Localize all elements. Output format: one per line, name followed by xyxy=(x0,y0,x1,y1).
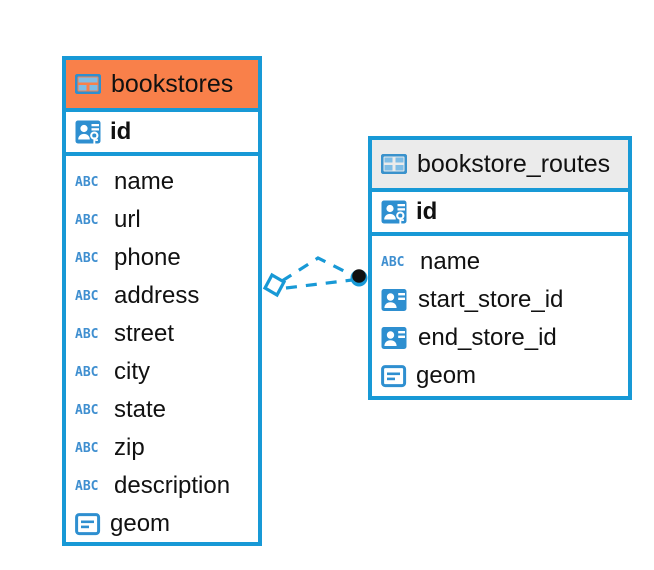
relationship-line-bookstores-to-bookstore-routes xyxy=(262,256,368,298)
primary-key-row-bookstores[interactable]: id xyxy=(66,108,258,156)
relationship-diamond-marker xyxy=(262,272,287,298)
foreign-key-icon xyxy=(381,325,409,351)
abc-text-icon: ABC xyxy=(75,478,99,494)
abc-text-icon: ABC xyxy=(75,402,99,418)
field-label: description xyxy=(114,472,231,499)
field-row[interactable]: ABC address xyxy=(75,277,248,315)
field-row[interactable]: ABC url xyxy=(75,201,248,239)
primary-key-label-bookstores: id xyxy=(110,118,132,145)
field-row[interactable]: ABC phone xyxy=(75,239,248,277)
primary-key-icon xyxy=(75,119,103,145)
field-row[interactable]: geom xyxy=(75,505,248,543)
entity-title-bookstore-routes: bookstore_routes xyxy=(417,149,611,178)
field-label: state xyxy=(114,396,167,423)
primary-key-row-bookstore-routes[interactable]: id xyxy=(372,188,628,236)
field-row[interactable]: start_store_id xyxy=(381,281,618,319)
field-label: start_store_id xyxy=(418,286,564,313)
abc-text-icon: ABC xyxy=(75,212,99,228)
field-label: phone xyxy=(114,244,181,271)
field-label: name xyxy=(114,168,175,195)
field-label: geom xyxy=(110,510,171,537)
foreign-key-icon xyxy=(381,287,409,313)
geometry-icon xyxy=(75,512,101,536)
field-label: name xyxy=(420,248,481,275)
field-label: address xyxy=(114,282,200,309)
field-row[interactable]: ABC city xyxy=(75,353,248,391)
abc-text-icon: ABC xyxy=(75,440,99,456)
relationship-dashed-branch-lower xyxy=(285,278,353,290)
field-label: zip xyxy=(114,434,145,461)
entity-header-bookstores[interactable]: bookstores xyxy=(66,60,258,108)
field-label: end_store_id xyxy=(418,324,557,351)
table-icon xyxy=(381,154,407,174)
field-row[interactable]: ABC description xyxy=(75,467,248,505)
table-icon xyxy=(75,74,101,94)
relationship-circle-marker xyxy=(350,269,368,287)
field-row[interactable]: geom xyxy=(381,357,618,395)
field-row[interactable]: ABC name xyxy=(381,243,618,281)
entity-title-bookstores: bookstores xyxy=(111,69,234,98)
abc-text-icon: ABC xyxy=(75,288,99,304)
primary-key-label-bookstore-routes: id xyxy=(416,198,438,225)
field-row[interactable]: ABC street xyxy=(75,315,248,353)
field-label: street xyxy=(114,320,175,347)
field-label: geom xyxy=(416,362,477,389)
field-row[interactable]: end_store_id xyxy=(381,319,618,357)
field-label: city xyxy=(114,358,150,385)
entity-table-bookstore-routes[interactable]: bookstore_routes id ABC name start_store_i… xyxy=(368,136,632,400)
field-row[interactable]: ABC state xyxy=(75,391,248,429)
abc-text-icon: ABC xyxy=(381,254,405,270)
abc-text-icon: ABC xyxy=(75,250,99,266)
field-label: url xyxy=(114,206,141,233)
relationship-dashed-branch-upper xyxy=(281,256,357,283)
geometry-icon xyxy=(381,364,407,388)
entity-header-bookstore-routes[interactable]: bookstore_routes xyxy=(372,140,628,188)
abc-text-icon: ABC xyxy=(75,326,99,342)
field-row[interactable]: ABC zip xyxy=(75,429,248,467)
abc-text-icon: ABC xyxy=(75,364,99,380)
field-row[interactable]: ABC name xyxy=(75,163,248,201)
primary-key-icon xyxy=(381,199,409,225)
abc-text-icon: ABC xyxy=(75,174,99,190)
